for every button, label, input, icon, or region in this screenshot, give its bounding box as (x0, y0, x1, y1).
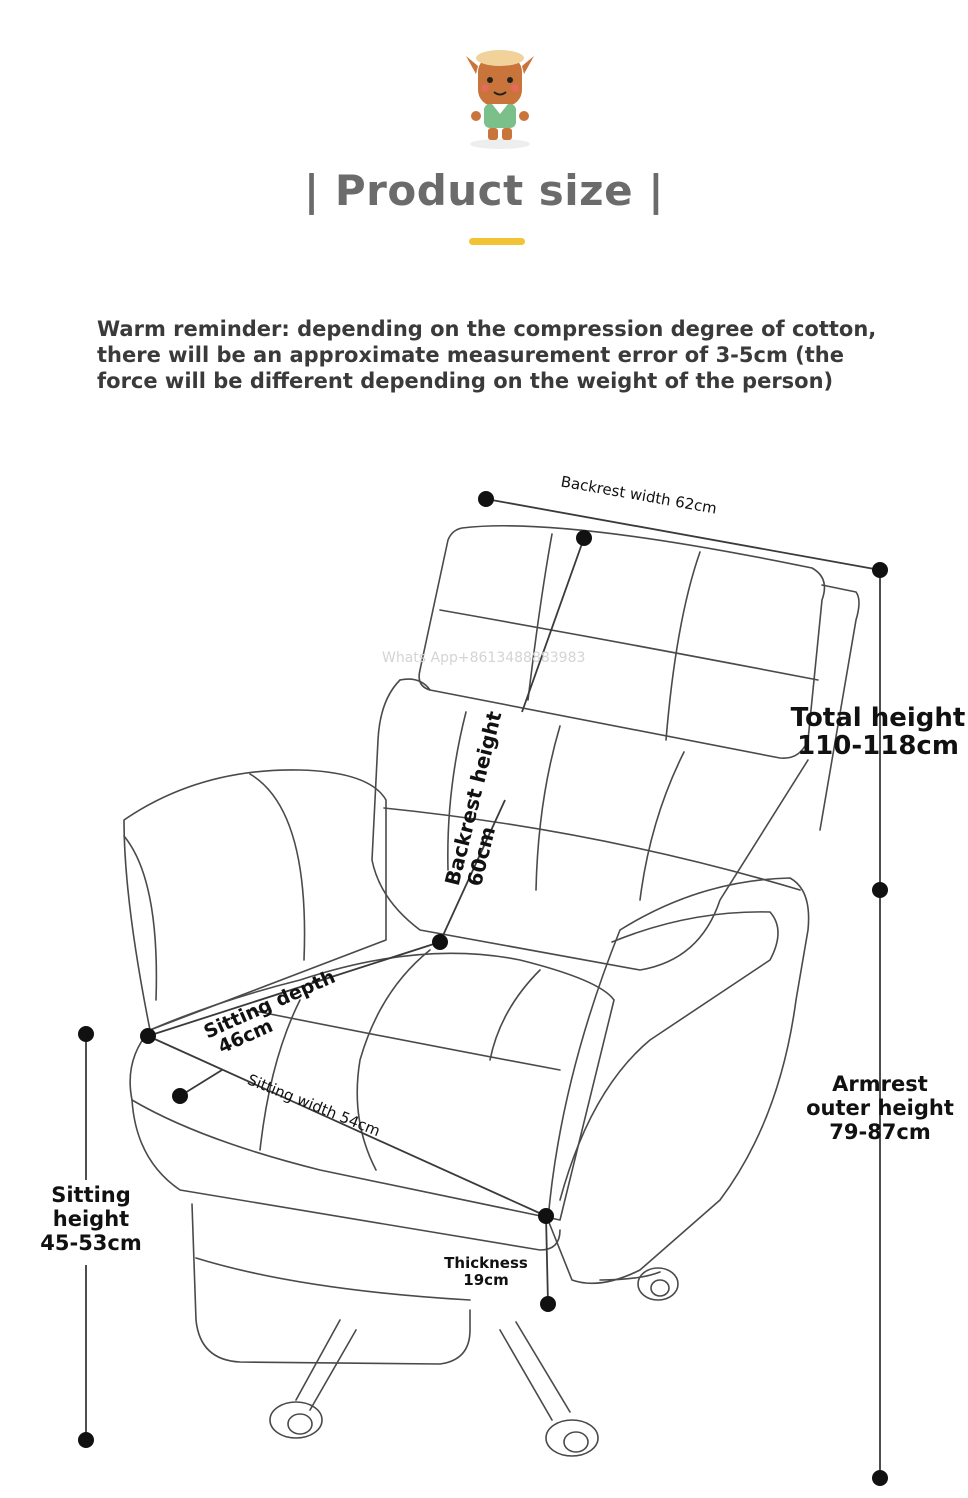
sitting-height-label: Sitting height 45-53cm (40, 1183, 142, 1255)
dimension-dot (478, 491, 494, 507)
total-height-label: Total height 110-118cm (790, 703, 966, 761)
dimension-dot (540, 1296, 556, 1312)
mascot-icon (466, 50, 534, 149)
dimension-dot (432, 934, 448, 950)
dimension-dot (172, 1088, 188, 1104)
dimension-dot (140, 1028, 156, 1044)
backrest-width-label: Backrest width 62cm (559, 472, 718, 517)
dimension-dot (78, 1432, 94, 1448)
warm-reminder: Warm reminder: depending on the compress… (97, 316, 887, 394)
title-underline (469, 238, 525, 245)
dimension-dot (78, 1026, 94, 1042)
dimension-dot (872, 562, 888, 578)
sitting-width-label: Sitting width 54cm (245, 1071, 383, 1141)
reminder-line-1: Warm reminder: depending on the compress… (97, 317, 877, 341)
dimension-dot (576, 530, 592, 546)
dimension-dot (872, 1470, 888, 1486)
reminder-line-2: there will be an approximate measurement… (97, 343, 844, 367)
dimension-dot (872, 882, 888, 898)
page-title: | Product size | (303, 166, 665, 215)
watermark: Whats App+8613488883983 (382, 650, 586, 666)
dimension-dot (538, 1208, 554, 1224)
armrest-height-label: Armrest outer height 79-87cm (806, 1072, 954, 1144)
reminder-line-3: force will be different depending on the… (97, 369, 834, 393)
thickness-label: Thickness 19cm (444, 1254, 528, 1289)
